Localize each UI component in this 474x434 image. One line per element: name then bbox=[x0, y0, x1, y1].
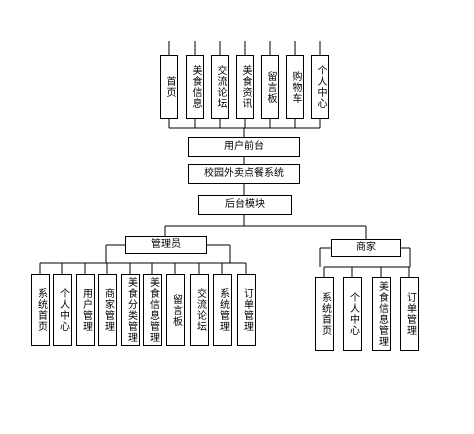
node-label: 美食信息管理 bbox=[147, 277, 159, 343]
node-label: 订单管理 bbox=[404, 292, 416, 336]
node-label: 购物车 bbox=[290, 70, 301, 104]
node-label: 个人中心 bbox=[57, 288, 69, 332]
node-label: 系统首页 bbox=[35, 288, 47, 332]
merchant-child-order-management: 订单管理 bbox=[400, 277, 419, 351]
node-label: 个人中心 bbox=[315, 65, 326, 109]
admin-child-message-board: 留言板 bbox=[166, 274, 185, 346]
node-label: 商家 bbox=[356, 242, 376, 253]
admin-child-user-management: 用户管理 bbox=[76, 274, 95, 346]
admin-node: 管理员 bbox=[125, 236, 207, 254]
node-label: 商家管理 bbox=[102, 288, 114, 332]
merchant-child-food-info-management: 美食信息管理 bbox=[372, 277, 391, 351]
node-label: 留言板 bbox=[265, 70, 276, 104]
admin-child-system-home: 系统首页 bbox=[31, 274, 50, 346]
node-label: 后台模块 bbox=[225, 199, 265, 210]
top-module-message-board: 留言板 bbox=[261, 55, 279, 119]
top-module-food-news: 美食资讯 bbox=[236, 55, 254, 119]
merchant-child-system-home: 系统首页 bbox=[315, 277, 334, 351]
node-label: 留言板 bbox=[170, 293, 182, 327]
top-module-forum: 交流论坛 bbox=[211, 55, 229, 119]
node-label: 管理员 bbox=[151, 239, 181, 250]
node-label: 美食信息管理 bbox=[376, 281, 388, 347]
node-label: 美食分类管理 bbox=[125, 277, 137, 343]
backend-module-node: 后台模块 bbox=[198, 195, 292, 215]
node-label: 订单管理 bbox=[241, 288, 253, 332]
node-label: 系统管理 bbox=[217, 288, 229, 332]
node-label: 交流论坛 bbox=[194, 288, 206, 332]
admin-child-food-info-management: 美食信息管理 bbox=[143, 274, 162, 346]
top-module-cart: 购物车 bbox=[286, 55, 304, 119]
merchant-child-profile: 个人中心 bbox=[343, 277, 362, 351]
top-module-food-info: 美食信息 bbox=[186, 55, 204, 119]
top-module-home: 首页 bbox=[160, 55, 178, 119]
admin-child-profile: 个人中心 bbox=[53, 274, 72, 346]
admin-child-food-category-management: 美食分类管理 bbox=[121, 274, 140, 346]
node-label: 用户管理 bbox=[80, 288, 92, 332]
admin-child-merchant-management: 商家管理 bbox=[98, 274, 117, 346]
admin-child-order-management: 订单管理 bbox=[237, 274, 256, 346]
node-label: 系统首页 bbox=[319, 292, 331, 336]
merchant-node: 商家 bbox=[331, 239, 401, 257]
admin-child-forum: 交流论坛 bbox=[190, 274, 209, 346]
node-label: 首页 bbox=[164, 76, 175, 98]
node-label: 美食信息 bbox=[190, 65, 201, 109]
user-frontend-node: 用户前台 bbox=[188, 137, 300, 157]
top-module-profile: 个人中心 bbox=[311, 55, 329, 119]
node-label: 美食资讯 bbox=[240, 65, 251, 109]
node-label: 交流论坛 bbox=[215, 65, 226, 109]
system-name-node: 校园外卖点餐系统 bbox=[188, 164, 300, 184]
node-label: 用户前台 bbox=[224, 141, 264, 152]
node-label: 个人中心 bbox=[347, 292, 359, 336]
node-label: 校园外卖点餐系统 bbox=[204, 168, 284, 179]
admin-child-system-management: 系统管理 bbox=[213, 274, 232, 346]
